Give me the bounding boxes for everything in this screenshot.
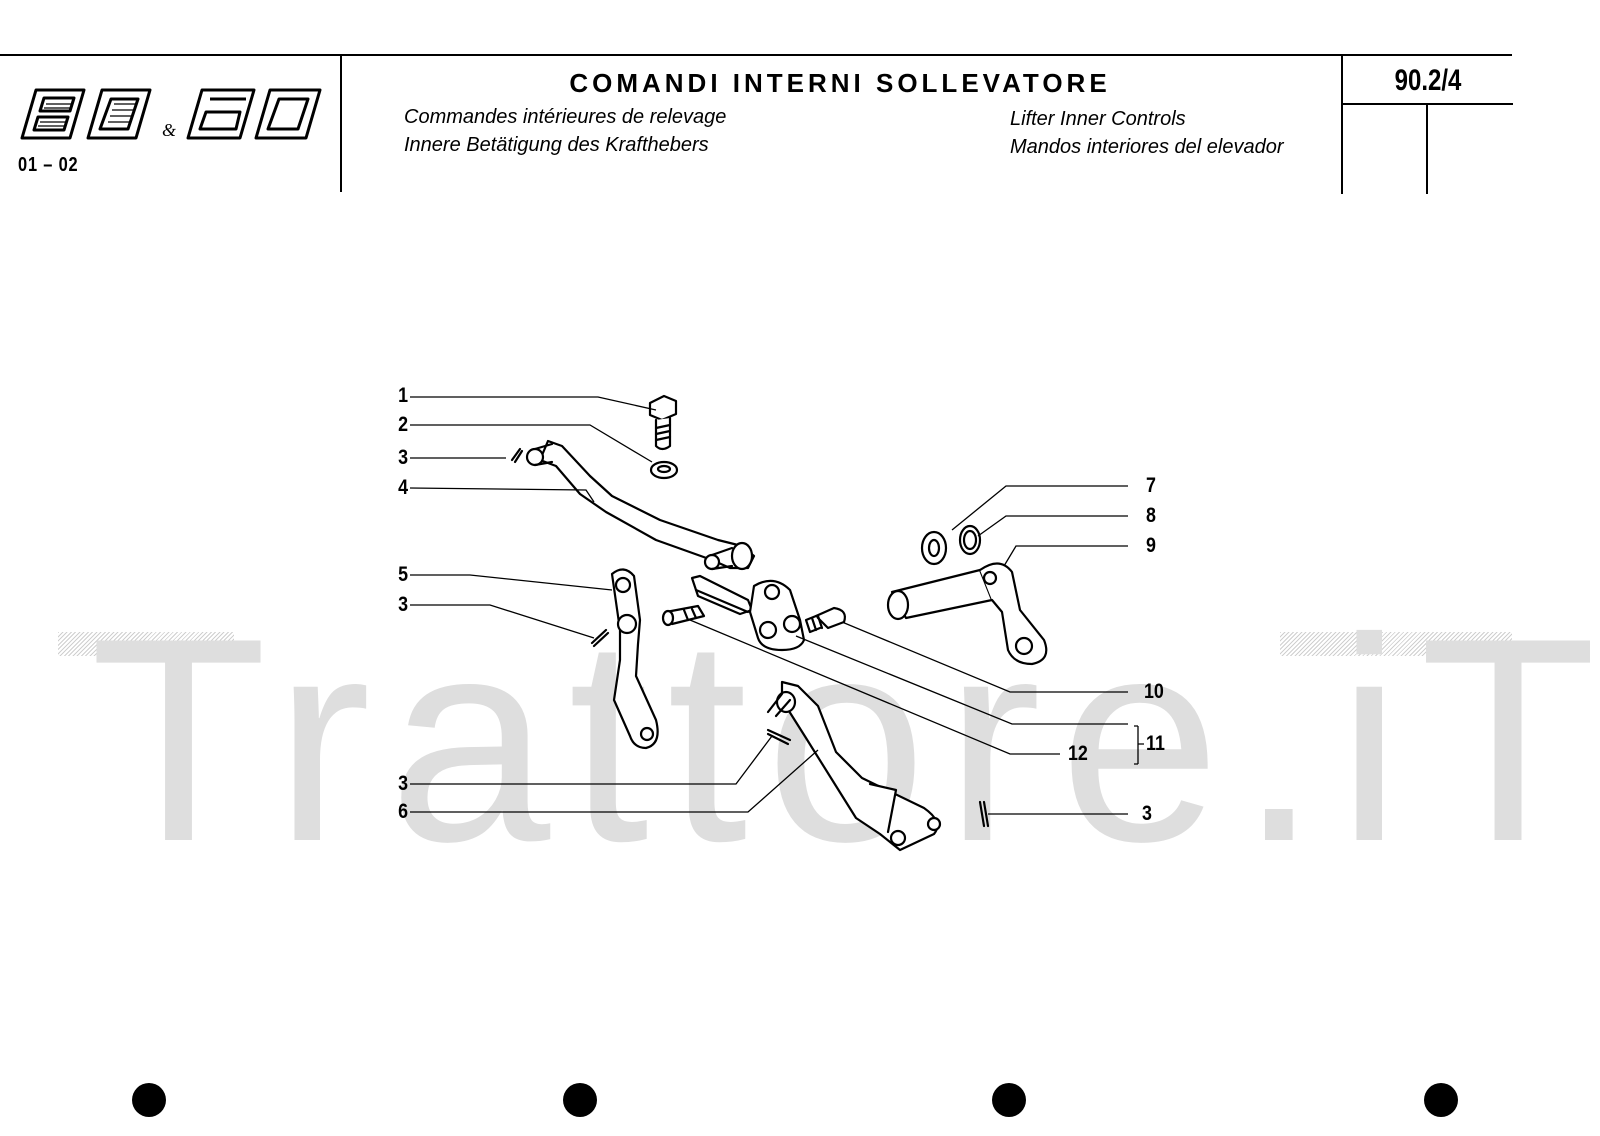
watermark-band-left — [58, 632, 234, 656]
callout-2: 2 — [398, 413, 408, 436]
header-divider-right — [1341, 55, 1343, 194]
part-split-pin-top — [510, 447, 524, 464]
callout-12: 12 — [1068, 742, 1088, 765]
callout-6: 6 — [398, 800, 408, 823]
callout-3-right: 3 — [1142, 802, 1152, 825]
page-title: COMANDI INTERNI SOLLEVATORE — [569, 68, 1111, 98]
part-screw — [804, 606, 846, 634]
binder-hole-4 — [1424, 1083, 1458, 1117]
model-logo: & — [20, 88, 322, 140]
subtitle-en: Lifter Inner Controls — [1010, 108, 1186, 130]
part-shaft-arm — [690, 574, 806, 652]
svg-text:&: & — [162, 120, 176, 140]
callout-3-top: 3 — [398, 446, 408, 469]
watermark-band-right — [1280, 632, 1512, 656]
callout-3-low: 3 — [398, 772, 408, 795]
header-divider-small — [1426, 104, 1428, 194]
part-washer — [649, 460, 679, 480]
part-connecting-rod — [525, 439, 756, 571]
page-code-underline — [1343, 103, 1513, 105]
subtitle-de: Innere Betätigung des Krafthebers — [404, 134, 709, 156]
part-split-pin-right — [978, 800, 990, 828]
callout-11: 11 — [1146, 732, 1165, 755]
part-washers-right — [920, 524, 982, 566]
part-crank-shaft — [886, 562, 1048, 666]
page-code: 90.2/4 — [1394, 64, 1462, 97]
binder-hole-2 — [563, 1083, 597, 1117]
part-splined-stub — [661, 604, 706, 627]
callout-9: 9 — [1146, 534, 1156, 557]
subtitle-fr: Commandes intérieures de relevage — [404, 106, 727, 128]
part-split-pin-mid — [590, 628, 610, 648]
part-split-pin-low — [766, 728, 792, 746]
callout-8: 8 — [1146, 504, 1156, 527]
part-bolt — [648, 394, 678, 451]
header-divider-left — [340, 55, 342, 192]
part-long-lever — [766, 680, 942, 852]
subtitle-es: Mandos interiores del elevador — [1010, 136, 1284, 158]
header-top-rule — [0, 54, 1512, 56]
callout-10: 10 — [1144, 680, 1164, 703]
watermark: Trattore.iT — [90, 578, 1600, 902]
callout-5: 5 — [398, 563, 408, 586]
binder-hole-1 — [132, 1083, 166, 1117]
callout-1: 1 — [398, 384, 408, 407]
part-lever-5 — [610, 568, 659, 750]
callout-7: 7 — [1146, 474, 1156, 497]
model-code: 01 – 02 — [18, 154, 79, 176]
callout-3-mid: 3 — [398, 593, 408, 616]
callout-4: 4 — [398, 476, 408, 499]
binder-hole-3 — [992, 1083, 1026, 1117]
